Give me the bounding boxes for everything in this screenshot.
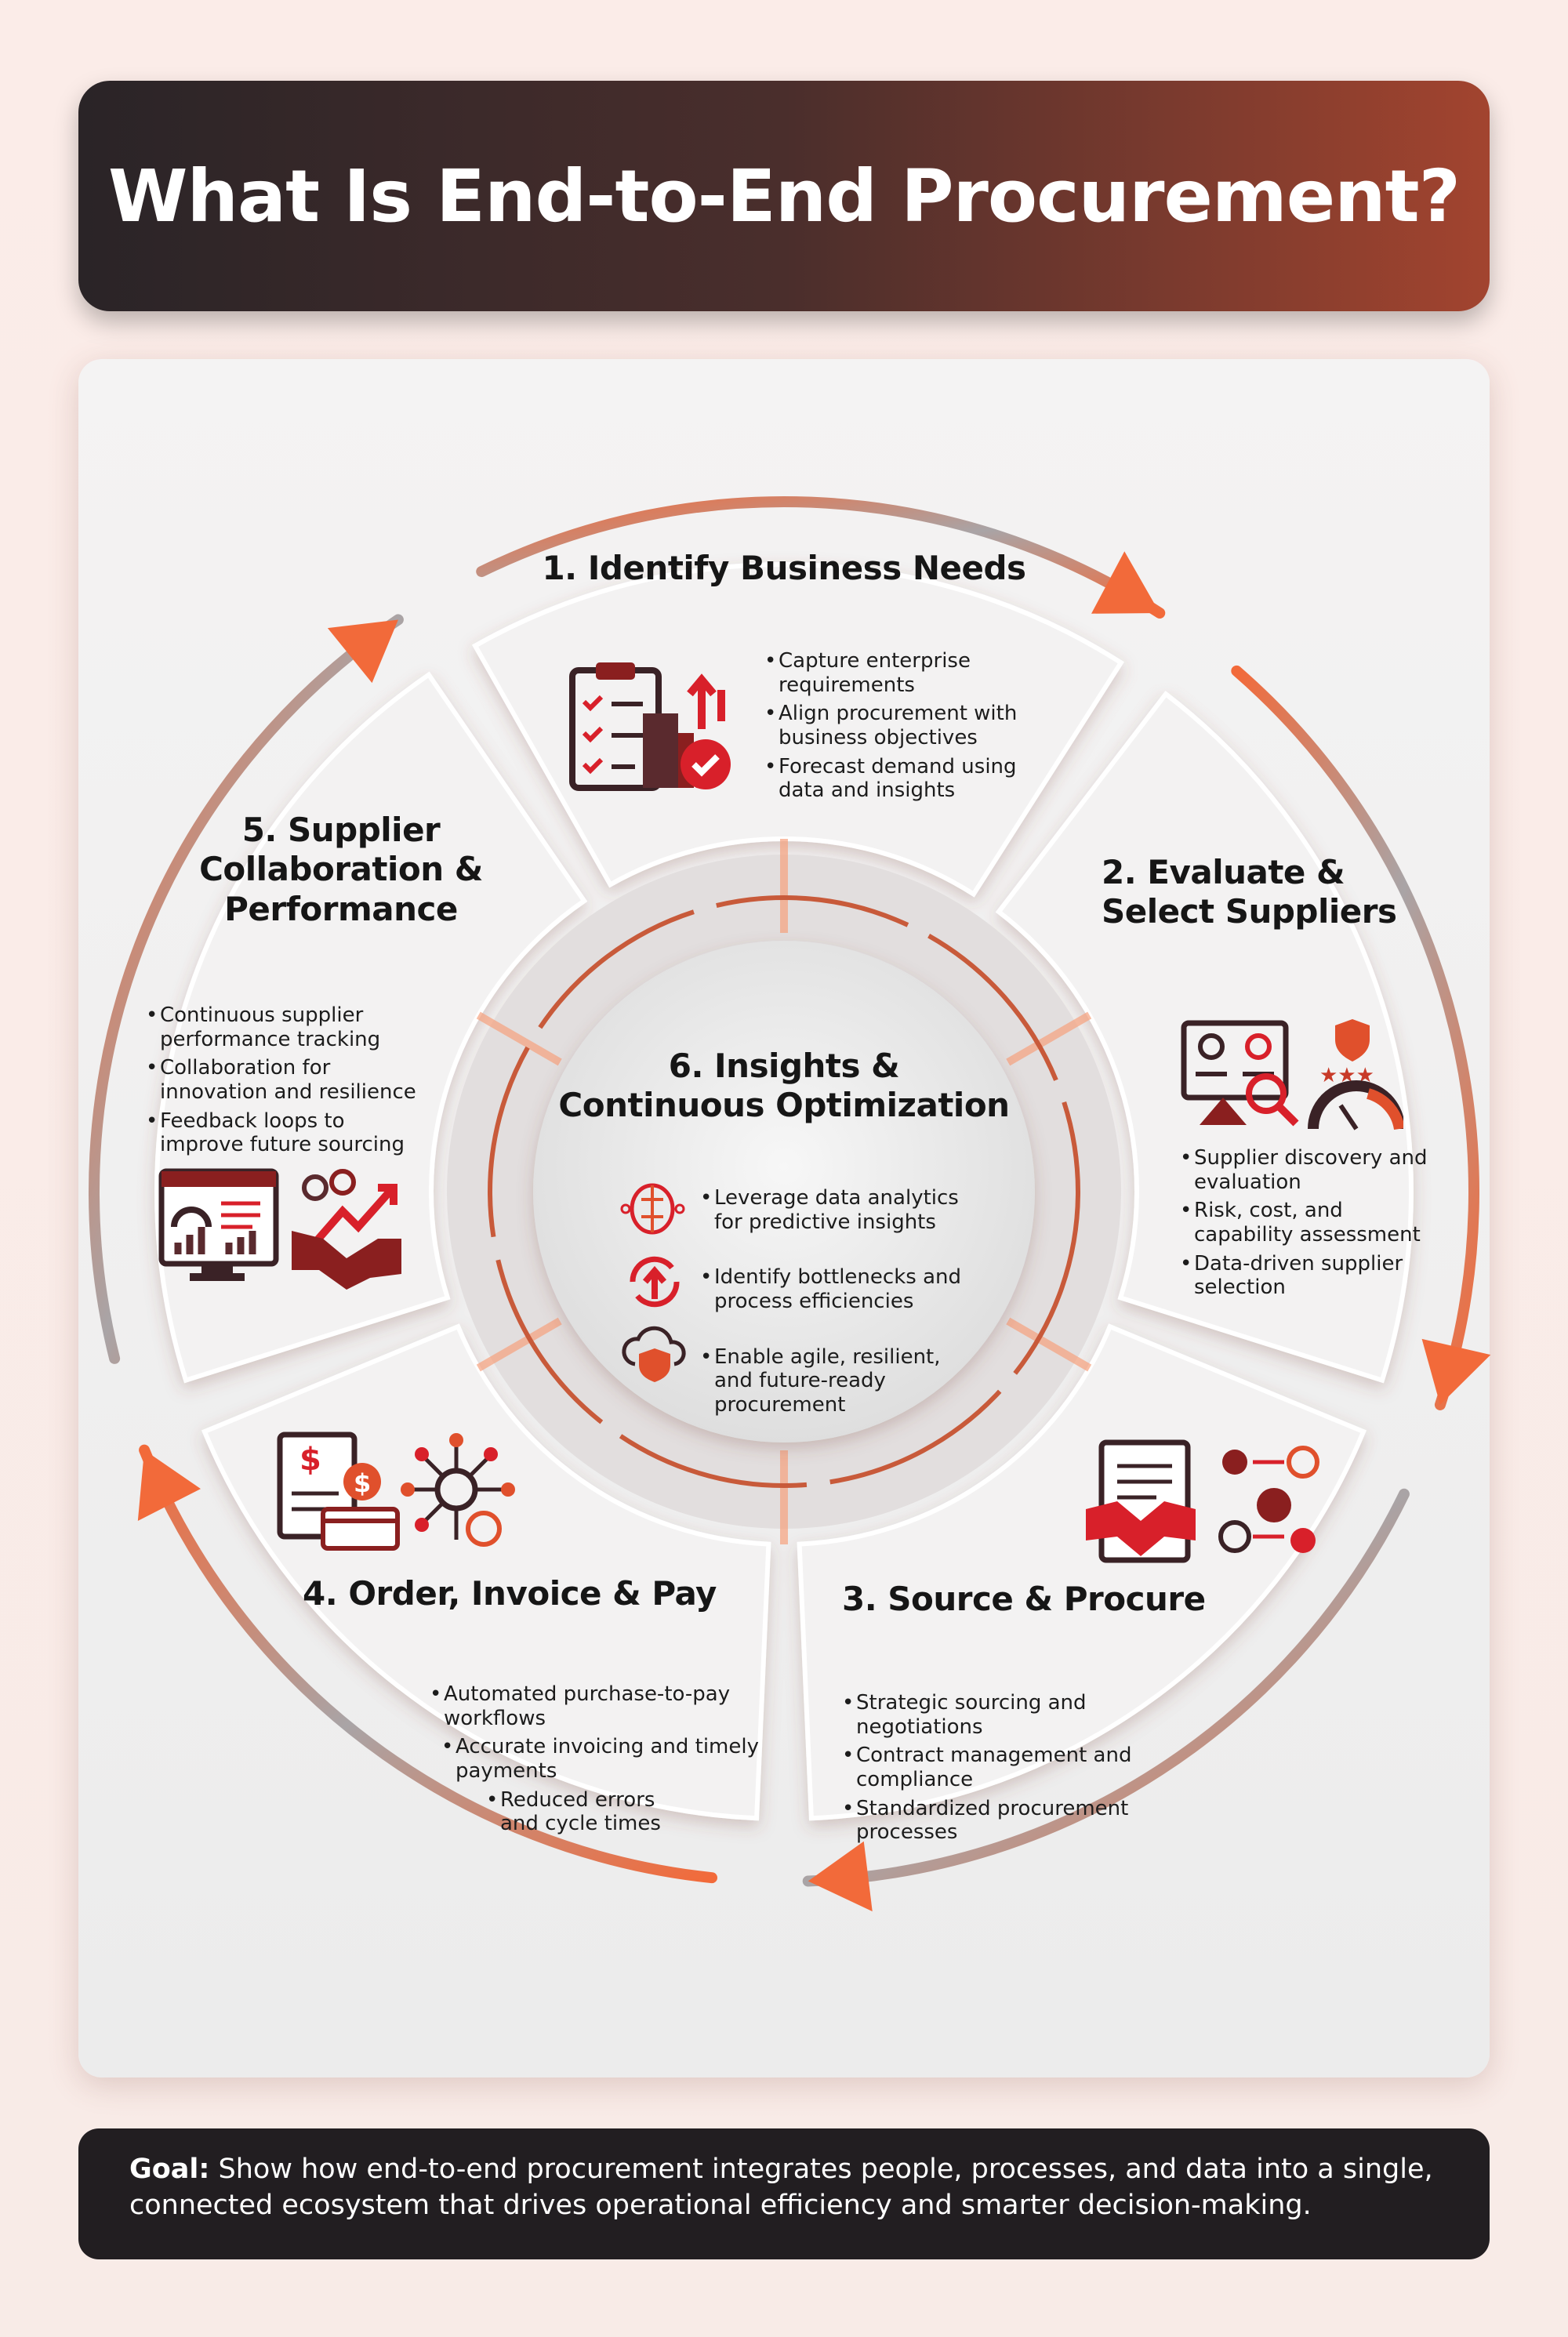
stage-2-title: 2. Evaluate & Select Suppliers [1102, 853, 1431, 932]
brain-circuit-icon [620, 1183, 685, 1235]
stage-5-title: 5. Supplier Collaboration & Performance [157, 811, 525, 929]
cycle-arrow-head-icon [327, 619, 398, 684]
bullet: Collaboration for innovation and resilie… [146, 1056, 428, 1104]
cycle-arrow-arc [1231, 665, 1479, 1410]
bullet: Supplier discovery and evaluation [1180, 1146, 1446, 1194]
center-title: 6. Insights & Continuous Optimization [549, 1047, 1019, 1126]
stage-5-bullets: Continuous supplier performance tracking… [146, 1003, 428, 1162]
clipboard-building-growth-icon [569, 662, 731, 791]
cloud-shield-leaf-icon [622, 1326, 686, 1382]
page-title: What Is End-to-End Procurement? [108, 154, 1461, 238]
cycle-arrow-head-icon [1091, 551, 1160, 614]
bullet: Forecast demand using data and insights [764, 755, 1047, 803]
contract-handshake-gears-icon [1086, 1439, 1319, 1563]
inner-orange-ring [488, 895, 1080, 1488]
glow-ray [476, 1317, 562, 1372]
bullet: Continuous supplier performance tracking [146, 1003, 428, 1051]
bullet: Capture enterprise requirements [764, 649, 1047, 697]
goal-bar: Goal: Show how end-to-end procurement in… [78, 2128, 1490, 2259]
goal-text: Show how end-to-end procurement integrat… [129, 2154, 1433, 2221]
invoice-payment-network-icon: $ $ [277, 1432, 515, 1551]
goal-label: Goal: [129, 2154, 210, 2185]
title-line: 5. Supplier [241, 811, 441, 849]
title-line: 2. Evaluate & [1102, 853, 1345, 891]
stage-3-title: 3. Source & Procure [842, 1580, 1206, 1618]
bullet: Contract management and compliance [842, 1744, 1218, 1791]
glow-ray [1006, 1317, 1092, 1372]
svg-text:$: $ [299, 1442, 321, 1478]
refresh-arrow-up-icon [630, 1256, 680, 1308]
title-line: Continuous Optimization [558, 1086, 1010, 1125]
title-line: Collaboration & [199, 850, 483, 889]
cycle-arrow-head-icon [1421, 1338, 1491, 1405]
cycle-arrow-arc [89, 614, 404, 1364]
bullet: Automated purchase-to-pay workflows [430, 1682, 759, 1730]
glow-ray [1006, 1011, 1092, 1066]
bullet: Leverage data analytics for predictive i… [700, 1186, 967, 1234]
cycle-arrow-arc [476, 496, 1166, 619]
bullet: Feedback loops to improve future sourcin… [146, 1109, 428, 1157]
title-line: Select Suppliers [1102, 892, 1397, 931]
bullet: Risk, cost, and capability assessment [1180, 1199, 1446, 1247]
title-line: 6. Insights & [668, 1047, 900, 1085]
bullet: Accurate invoicing and timely payments [441, 1735, 759, 1783]
glow-ray [476, 1011, 562, 1066]
cycle-arrow-head-icon [808, 1841, 873, 1912]
title-line: Performance [224, 889, 458, 928]
bullet: Strategic sourcing and negotiations [842, 1691, 1218, 1739]
stage-3-bullets: Strategic sourcing and negotiations Cont… [842, 1691, 1218, 1849]
dashboard-handshake-growth-icon [158, 1168, 401, 1290]
stage-4-bullets: Automated purchase-to-pay workflows Accu… [430, 1682, 759, 1841]
bullet: Reduced errors and cycle times [486, 1788, 690, 1836]
title-banner: What Is End-to-End Procurement? [78, 81, 1490, 311]
bullet: Identify bottlenecks and process efficie… [700, 1265, 967, 1313]
bullet: Data-driven supplier selection [1180, 1252, 1446, 1300]
supplier-profiles-rating-gauge-icon: ★★★ [1181, 1019, 1403, 1130]
bullet: Align procurement with business objectiv… [764, 702, 1047, 749]
stage-2-bullets: Supplier discovery and evaluation Risk, … [1180, 1146, 1446, 1305]
stage-1-title: 1. Identify Business Needs [542, 549, 1026, 587]
svg-text:$: $ [354, 1468, 371, 1498]
center-bullets: Leverage data analytics for predictive i… [700, 1186, 967, 1449]
stage-4-title: 4. Order, Invoice & Pay [303, 1574, 717, 1613]
bullet: Standardized procurement processes [842, 1797, 1218, 1845]
stage-1-bullets: Capture enterprise requirements Align pr… [764, 649, 1047, 807]
cycle-arrow-arc [139, 1444, 718, 1884]
cycle-arrow-head-icon [137, 1450, 201, 1521]
bullet: Enable agile, resilient, and future-read… [700, 1345, 967, 1417]
